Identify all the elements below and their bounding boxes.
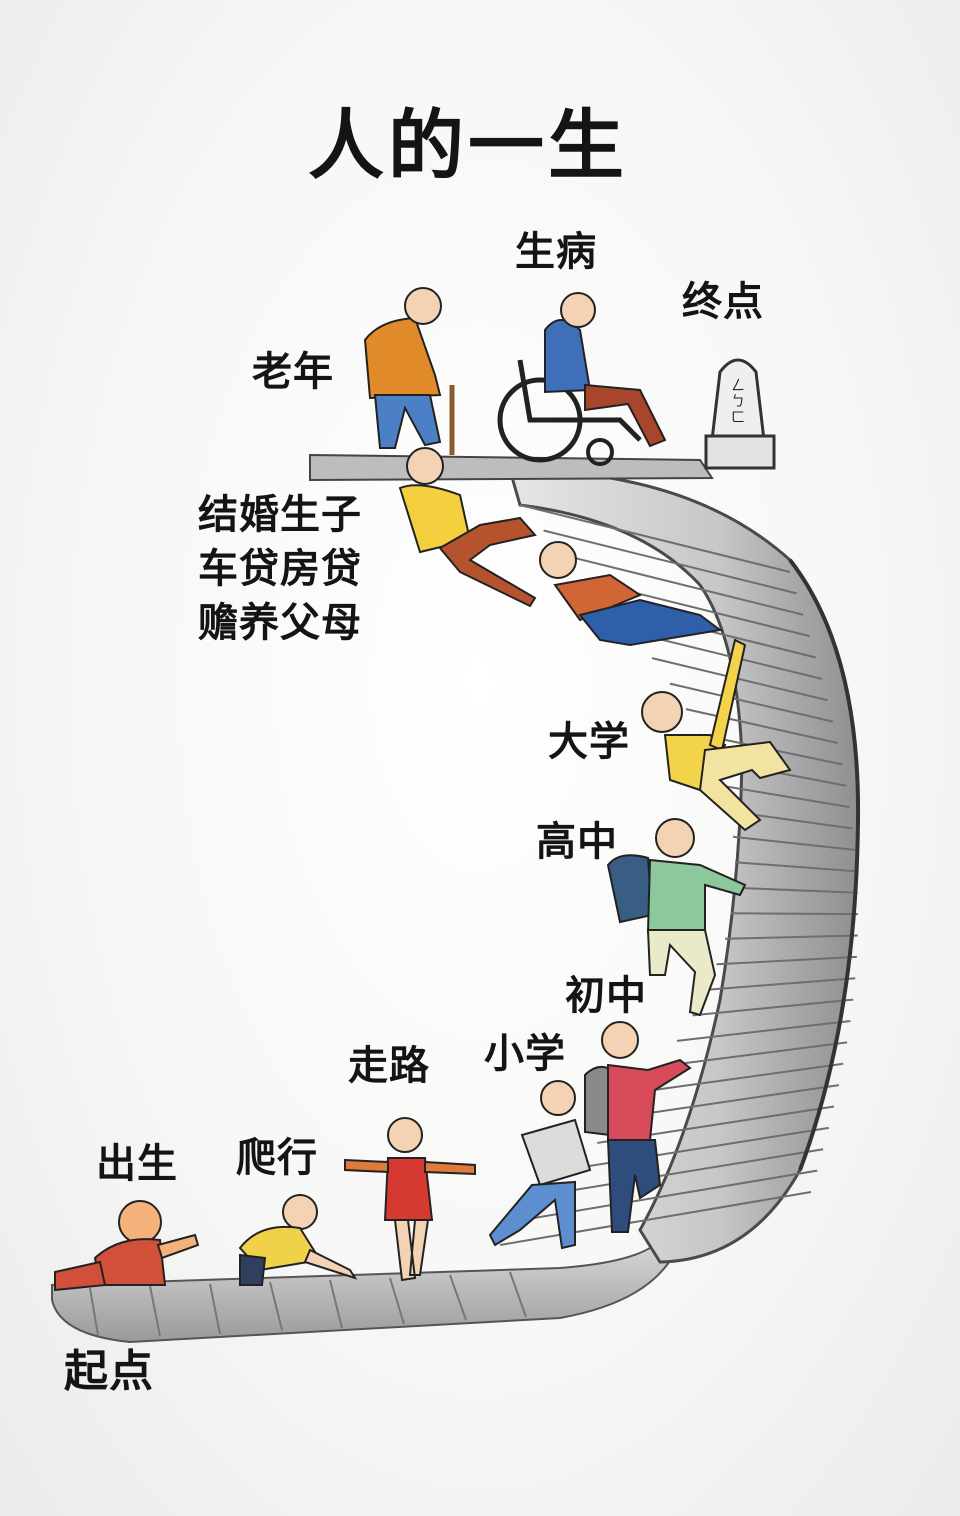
stage-label-walk: 走路 (348, 1043, 430, 1089)
stage-label-senior-high: 高中 (536, 819, 618, 865)
senior-high-student-figure (606, 818, 747, 1017)
stage-label-start: 起点 (64, 1346, 154, 1397)
adult-line-1: 结婚生子 (198, 492, 362, 538)
page-title: 人的一生 (308, 101, 628, 190)
junior-high-student-figure (584, 1021, 692, 1233)
adult-man-yellow-figure (398, 447, 537, 608)
adult-line-3: 赡养父母 (198, 600, 362, 646)
svg-text:ㄅ: ㄅ (731, 394, 745, 410)
stage-label-old-age: 老年 (252, 349, 334, 395)
stage-label-crawl: 爬行 (236, 1135, 318, 1181)
tombstone: ㄥ ㄅ ㄈ (704, 358, 776, 470)
svg-text:ㄥ: ㄥ (731, 378, 745, 394)
stair-step-edge (730, 912, 859, 916)
adult-line-2: 车贷房贷 (198, 546, 362, 592)
stair-step-edge (692, 998, 854, 1017)
bottom-walkway (51, 1239, 682, 1344)
stair-step-edge (734, 861, 857, 873)
svg-text:ㄈ: ㄈ (731, 410, 745, 426)
stage-label-end: 终点 (682, 279, 764, 325)
wheelchair-elder-figure (497, 292, 667, 466)
crawling-child-figure (238, 1194, 358, 1286)
stair-step-edge (705, 977, 856, 991)
stair-step-edge (543, 529, 797, 595)
stair-step-edge (732, 835, 856, 851)
adult-man-blue-figure (539, 541, 723, 647)
stair-step-edge (669, 682, 834, 723)
stage-label-illness: 生病 (515, 229, 597, 275)
stage-label-primary: 小学 (484, 1031, 566, 1077)
stair-step-edge (651, 657, 828, 702)
stair-step-edge (619, 1084, 840, 1119)
stair-step-edge (676, 1019, 851, 1042)
baby-figure (54, 1200, 200, 1292)
old-man-figure (363, 287, 455, 455)
stage-label-adult: 结婚生子 车贷房贷 赡养父母 (198, 488, 362, 650)
stair-step-edge (499, 1191, 812, 1246)
stair-step-edge (566, 555, 804, 616)
stage-label-university: 大学 (548, 719, 630, 765)
stair-step-edge (721, 784, 850, 809)
stair-step-edge (549, 1148, 824, 1195)
stair-step-edge (519, 504, 791, 573)
university-student-figure (641, 638, 792, 832)
primary-student-figure (488, 1080, 592, 1250)
stair-step-edge (734, 886, 858, 894)
stair-step-edge (685, 708, 839, 745)
stair-step-edge (725, 934, 858, 940)
stair-step-edge (640, 1062, 844, 1093)
stage-label-birth: 出生 (96, 1141, 178, 1187)
stair-step-edge (716, 955, 857, 966)
walking-child-figure (344, 1117, 476, 1282)
top-landing (309, 453, 714, 482)
stage-label-junior-high: 初中 (565, 973, 647, 1019)
stair-step-edge (659, 1041, 848, 1068)
